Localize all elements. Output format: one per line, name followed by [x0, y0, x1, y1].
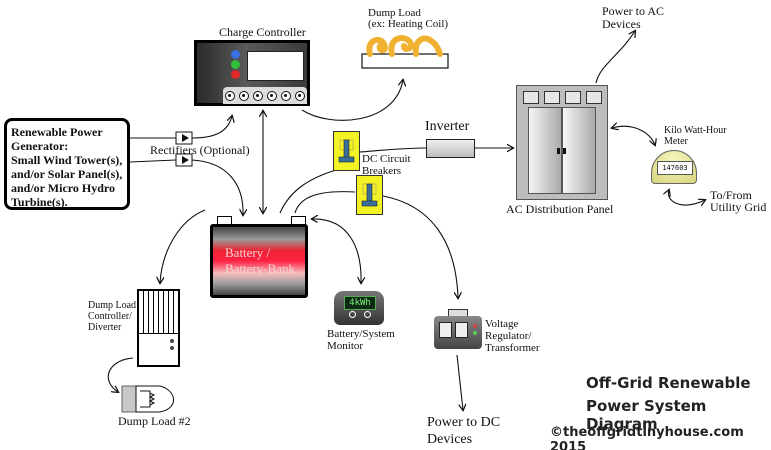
diagram-title-line1: Off-Grid Renewable — [586, 374, 751, 392]
dump-load-label-2: (ex: Heating Coil) — [368, 18, 449, 30]
gauge-icon — [523, 91, 539, 104]
diverter-led-icon — [170, 339, 174, 343]
power-dc-label-1: Power to DC — [427, 415, 501, 430]
battery-system-monitor: 4kWh — [334, 291, 384, 325]
monitor-button-icon — [349, 311, 356, 318]
kwh-meter-label-1: Kilo Watt-Hour — [664, 125, 727, 136]
power-dc-label-2: Devices — [427, 432, 473, 447]
voltage-regulator — [434, 309, 482, 349]
diverter-led-icon — [170, 346, 174, 350]
panel-door-right — [562, 107, 596, 194]
wire-meter-grid — [668, 190, 705, 205]
wire-breaker-inverter — [359, 147, 427, 153]
breaker-switch-icon — [338, 139, 355, 163]
diverter-label-2: Controller/ — [88, 311, 132, 322]
led-blue-icon — [231, 50, 240, 59]
wire-battery-diverter — [160, 209, 206, 283]
regulator-label-1: Voltage — [485, 318, 519, 330]
wire-ac-power — [595, 31, 635, 84]
wire-ac-meter — [612, 126, 655, 145]
heating-coil-icon — [361, 35, 449, 69]
heatsink-fins — [139, 291, 178, 334]
dump-load-2-label: Dump Load #2 — [118, 414, 191, 428]
wire-rect-battery — [191, 159, 243, 215]
indicator-red-icon — [473, 324, 477, 328]
gauge-icon — [586, 91, 602, 104]
wire-diverter-dump2 — [107, 357, 134, 392]
diverter-label-1: Dump Load — [88, 300, 137, 311]
inverter — [426, 139, 475, 158]
battery-terminal-negative — [217, 216, 232, 225]
rectifier-icon-2 — [175, 153, 193, 167]
power-ac-label-2: Devices — [602, 17, 641, 31]
wire-battery-breaker1 — [279, 169, 337, 214]
outlet-icon — [455, 322, 468, 338]
diverter-label-3: Diverter — [88, 322, 122, 333]
utility-grid-label-1: To/From — [710, 188, 752, 202]
kwh-meter-reading: 147603 — [657, 161, 693, 175]
dc-breakers-label-2: Breakers — [362, 165, 402, 177]
monitor-button-icon — [364, 311, 371, 318]
charge-controller — [194, 40, 310, 106]
wire-gen-rect2 — [129, 159, 177, 163]
led-red-icon — [231, 70, 240, 79]
dc-breaker-1 — [333, 131, 360, 171]
copyright-text: ©theoffgridtinyhouse.com 2015 — [550, 425, 744, 450]
kwh-meter: 147603 — [651, 150, 697, 184]
monitor-label-2: Monitor — [327, 340, 364, 352]
outlet-icon — [439, 322, 452, 338]
regulator-label-3: Transformer — [485, 342, 540, 354]
charge-controller-label: Charge Controller — [219, 25, 306, 39]
rectifier-icon-1 — [175, 131, 193, 145]
battery-terminal-positive — [291, 216, 306, 225]
controller-screen — [247, 51, 304, 81]
terminal-icon — [267, 90, 277, 101]
regulator-handle — [448, 309, 468, 316]
gauge-icon — [544, 91, 560, 104]
dc-breaker-2 — [356, 175, 383, 215]
rectifiers-label: Rectifiers (Optional) — [150, 143, 250, 157]
wire-rect-cc — [191, 116, 232, 139]
ac-panel-label: AC Distribution Panel — [506, 202, 614, 216]
kwh-meter-label-2: Meter — [664, 136, 688, 147]
regulator-label-2: Regulator/ — [485, 330, 532, 342]
wire-cc-dumpload — [301, 80, 403, 121]
gauge-icon — [565, 91, 581, 104]
terminal-icon — [253, 90, 263, 101]
terminal-block — [223, 87, 307, 104]
power-ac-label-1: Power to AC — [602, 4, 665, 18]
dc-breakers-label-1: DC Circuit — [362, 153, 411, 165]
panel-door-left — [528, 107, 562, 194]
wire-battery-monitor — [312, 219, 361, 283]
terminal-icon — [295, 90, 305, 101]
terminal-icon — [281, 90, 291, 101]
utility-grid-label-2: Utility Grid — [710, 200, 767, 214]
terminal-icon — [225, 90, 235, 101]
wire-battery-breaker2 — [294, 191, 356, 214]
dump-load-2-icon — [121, 385, 174, 413]
indicator-green-icon — [473, 331, 477, 335]
monitor-label-1: Battery/System — [327, 328, 395, 340]
monitor-display: 4kWh — [344, 296, 376, 310]
led-green-icon — [231, 60, 240, 69]
wire-regulator-dc — [456, 354, 463, 410]
inverter-label: Inverter — [425, 119, 470, 134]
wire-breaker2-regulator — [382, 195, 458, 298]
breaker-switch-icon — [361, 183, 378, 207]
battery-bank: Battery / Battery-Bank — [210, 224, 308, 298]
renewable-generator-box: Renewable Power Generator: Small Wind To… — [4, 118, 130, 210]
door-handle-icon — [557, 148, 560, 154]
terminal-icon — [239, 90, 249, 101]
diagram-title-line2: Power System Diagram — [586, 397, 707, 433]
ac-distribution-panel — [516, 85, 608, 200]
dump-load-label-1: Dump Load — [368, 7, 421, 19]
battery-label: Battery / Battery-Bank — [225, 245, 296, 276]
door-handle-icon — [563, 148, 566, 154]
dump-load-diverter — [137, 289, 180, 367]
